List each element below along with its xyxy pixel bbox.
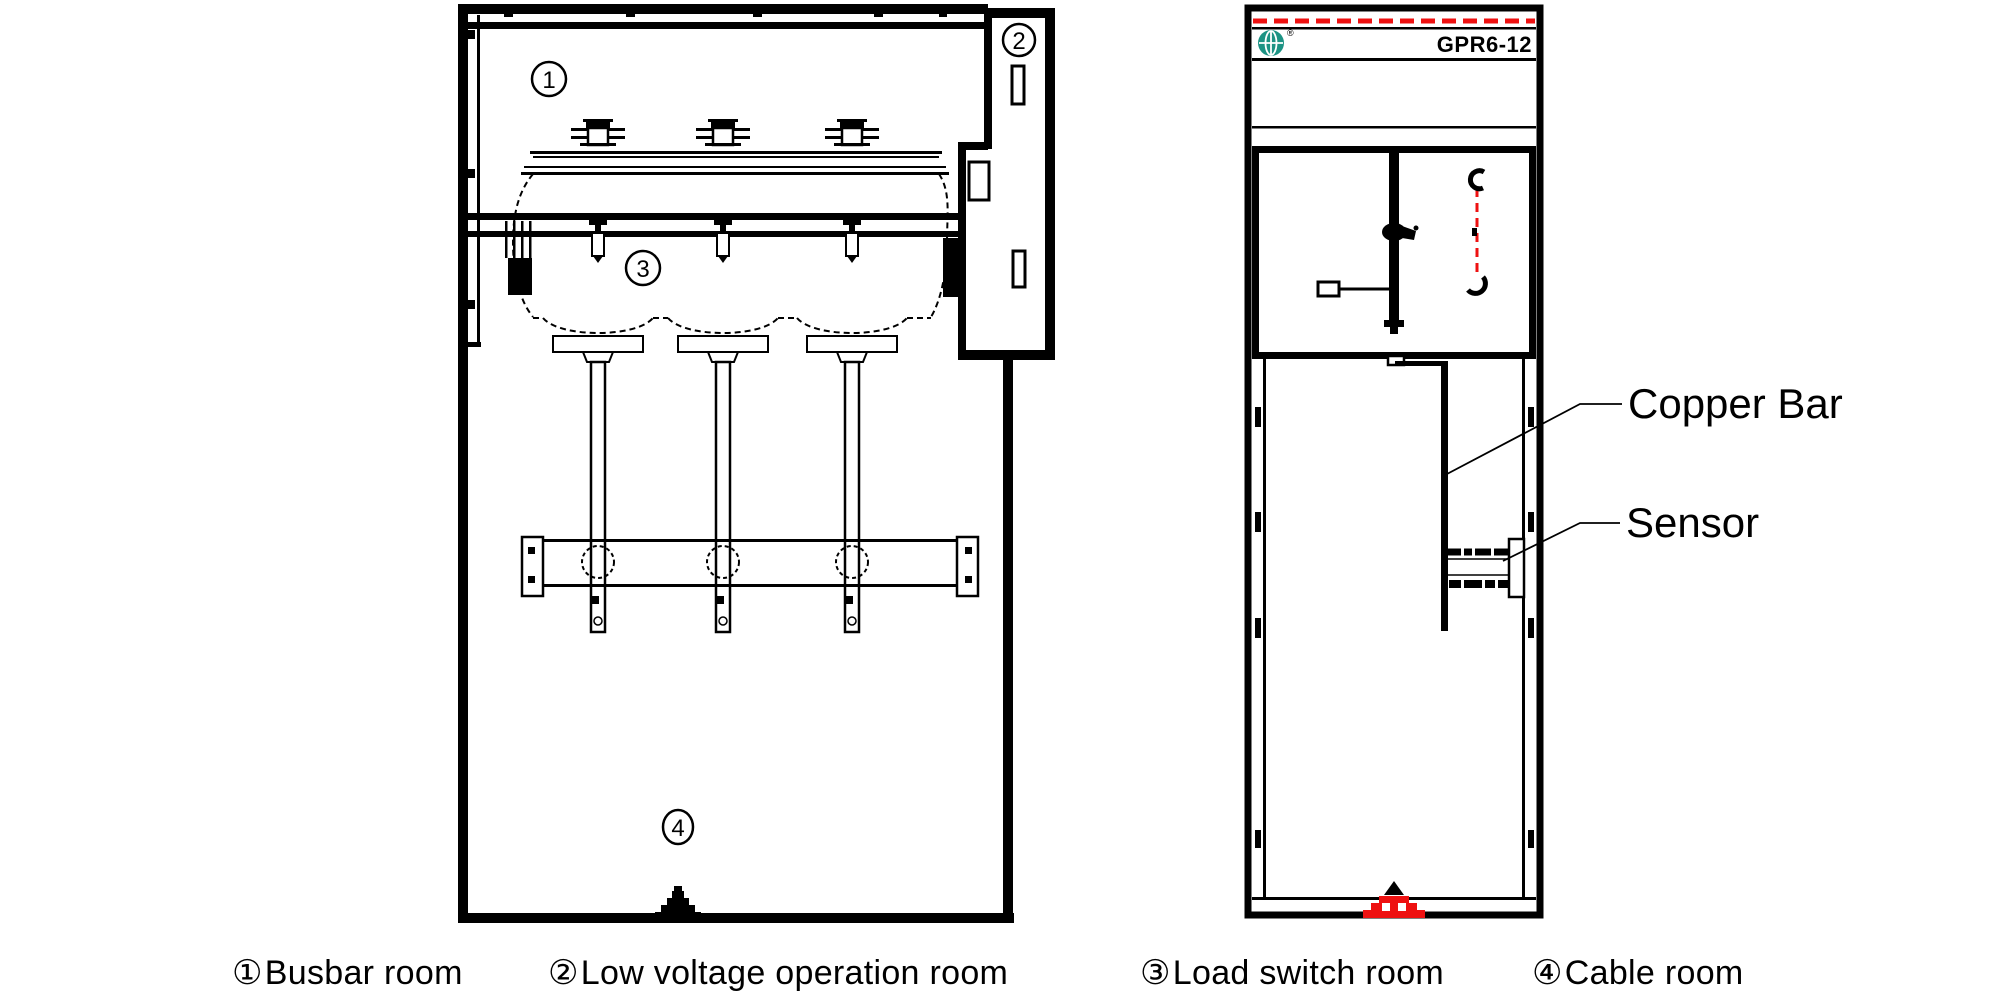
- callout-1-number: 1: [542, 67, 555, 94]
- bushing: [696, 119, 750, 147]
- side-thin-band-line: [1252, 126, 1536, 129]
- side-view: ® GPR6-12: [1244, 4, 1622, 919]
- sensor: [1447, 537, 1526, 599]
- tank-body: [511, 173, 949, 334]
- legend-row: ①Busbar room ②Low voltage operation room…: [232, 954, 1744, 992]
- callout-busbar-room: 1: [530, 60, 568, 98]
- bushings: [571, 119, 879, 147]
- callout-cable-room: 4: [661, 808, 695, 846]
- bar-actuators: [589, 220, 861, 263]
- brand-logo-icon: [1258, 30, 1284, 56]
- operating-handle: [1316, 280, 1392, 298]
- legend-item-busbar: ①Busbar room: [232, 954, 463, 992]
- door-frame-line: [477, 15, 480, 345]
- callout-load-switch-room: 3: [624, 249, 662, 287]
- panel-slot-2: [967, 160, 991, 202]
- copper-bar-leader-line: [1446, 403, 1622, 475]
- bushing: [825, 119, 879, 147]
- tank-feet: [552, 335, 898, 363]
- upper-mounting-bar: [458, 213, 958, 295]
- nameplate-top-line: [1252, 27, 1536, 30]
- nameplate-bottom-line: [1252, 58, 1536, 61]
- drive-shaft: [1382, 153, 1419, 334]
- insulator-rods: [589, 360, 861, 634]
- bushing: [571, 119, 625, 147]
- callout-4-number: 4: [671, 815, 684, 842]
- side-floor-marker: [1363, 881, 1425, 918]
- copper-bar: [1386, 354, 1448, 631]
- door-frame-cap: [467, 342, 481, 347]
- callout-2-number: 2: [1012, 28, 1025, 55]
- front-right-wall-lower: [1003, 360, 1013, 920]
- front-view: 1 3 4 2: [458, 4, 1055, 923]
- front-top-edge: [458, 4, 988, 14]
- callout-3-number: 3: [636, 256, 649, 283]
- legend-item-load-switch: ③Load switch room: [1140, 954, 1444, 992]
- left-clamp-block: [508, 258, 532, 295]
- legend-item-low-voltage: ②Low voltage operation room: [548, 954, 1008, 992]
- model-label: GPR6-12: [1437, 32, 1532, 57]
- callout-low-voltage-room: 2: [1001, 22, 1037, 58]
- registered-mark: ®: [1287, 28, 1294, 38]
- copper-bar-label: Copper Bar: [1628, 380, 1843, 427]
- tank-lid: [521, 151, 949, 175]
- contact-travel-path: [1466, 168, 1488, 296]
- sensor-leader-line: [1502, 522, 1620, 562]
- side-outer-frame: [1244, 4, 1544, 919]
- panel-slot-1: [1010, 64, 1026, 106]
- legend-item-cable: ④Cable room: [1532, 954, 1744, 992]
- sensor-label: Sensor: [1626, 499, 1759, 546]
- door-hinges: [468, 30, 475, 309]
- wall-ticks: [1255, 407, 1534, 848]
- front-left-wall: [458, 4, 468, 923]
- front-floor-marker: [655, 886, 701, 920]
- front-bottom-edge: [458, 913, 1014, 923]
- rod-fittings: [592, 596, 857, 626]
- lower-support-bar: [520, 535, 980, 626]
- low-voltage-panel: [943, 8, 1055, 360]
- front-top-inner-line: [467, 22, 986, 29]
- panel-slot-3: [1011, 249, 1027, 289]
- top-band-ticks: [504, 11, 947, 17]
